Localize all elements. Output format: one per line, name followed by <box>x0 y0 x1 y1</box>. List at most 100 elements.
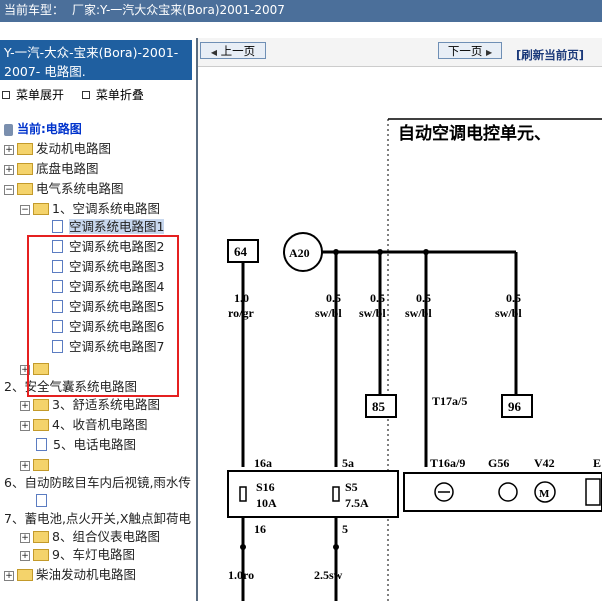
page-icon <box>52 240 63 253</box>
page-icon <box>52 260 63 273</box>
page-icon <box>52 300 63 313</box>
wire-5-size: 0.5 <box>506 291 521 305</box>
tree-item-ac[interactable]: −1、空调系统电路图 <box>20 201 160 216</box>
wire-1-size: 1.0 <box>234 291 249 305</box>
highlight-box <box>27 235 179 397</box>
current-model-value: 厂家:Y-一汽大众宝来(Bora)2001-2007 <box>72 3 285 17</box>
wire-4-size: 0.5 <box>416 291 431 305</box>
tree-item-airbag[interactable]: 2、安全气囊系统电路图 <box>4 379 137 394</box>
tree-item-electrical[interactable]: −电气系统电路图 <box>4 181 124 196</box>
wiring-diagram: 自动空调电控单元、 64 A20 1.0 ro/gr 0.5 sw/bl 0.5… <box>227 118 602 601</box>
page-icon <box>52 340 63 353</box>
expand-plus-icon: + <box>20 550 30 561</box>
terminal-t16a: T16a/9 <box>430 456 465 470</box>
tree-item-ac-6[interactable]: 空调系统电路图6 <box>52 318 164 336</box>
tree-item-ac-7[interactable]: 空调系统电路图7 <box>52 338 164 356</box>
tree-item-ac-3[interactable]: 空调系统电路图3 <box>52 258 164 276</box>
current-node[interactable]: 当前:电路图 <box>4 120 82 137</box>
folder-open-icon <box>17 182 33 195</box>
tree-item-ac-5[interactable]: 空调系统电路图5 <box>52 298 164 316</box>
wire-6-label: 1.0ro <box>228 568 254 582</box>
conn-85: 85 <box>372 399 386 414</box>
folder-icon <box>17 162 33 175</box>
expand-plus-icon: + <box>20 400 30 411</box>
expand-plus-icon: + <box>4 570 14 581</box>
menu-controls: 菜单展开 菜单折叠 <box>2 86 144 103</box>
current-model-label: 当前车型： <box>4 3 65 17</box>
tree-item-mirror[interactable]: 6、自动防眩目车内后视镜,雨水传 <box>4 475 191 490</box>
top-status-bar: 当前车型： 厂家:Y-一汽大众宝来(Bora)2001-2007 <box>0 0 602 22</box>
tree-item-phone[interactable]: 5、电话电路图 <box>36 436 136 454</box>
expand-square-icon <box>2 90 10 99</box>
prev-page-button[interactable]: ◀ 上一页 <box>200 42 266 59</box>
tree-item-engine[interactable]: +发动机电路图 <box>4 141 112 156</box>
conn-64: 64 <box>234 244 248 259</box>
folder-icon <box>33 398 49 411</box>
arrow-left-icon: ◀ <box>210 48 217 57</box>
database-icon <box>4 123 13 136</box>
folder-icon <box>33 362 49 375</box>
folder-open-icon <box>33 202 49 215</box>
tree-item-empty-3[interactable] <box>36 492 53 510</box>
folder-icon <box>33 418 49 431</box>
tree-item-comfort[interactable]: +3、舒适系统电路图 <box>20 397 160 412</box>
collapse-square-icon <box>81 90 90 99</box>
conn-96: 96 <box>508 399 522 414</box>
wire-3-size: 0.5 <box>370 291 385 305</box>
folder-icon <box>17 568 33 581</box>
collapse-minus-icon: − <box>4 184 14 195</box>
motor-v42: V42 <box>534 456 555 470</box>
tree-item-chassis[interactable]: +底盘电路图 <box>4 161 99 176</box>
tree-item-ac-4[interactable]: 空调系统电路图4 <box>52 278 164 296</box>
refresh-page-link[interactable]: [刷新当前页] <box>516 48 585 62</box>
wire-4-color: sw/bl <box>405 306 432 320</box>
terminal-t17a: T17a/5 <box>432 394 467 408</box>
wire-1-color: ro/gr <box>228 306 254 320</box>
expand-plus-icon: + <box>20 420 30 431</box>
page-icon <box>36 494 47 507</box>
expand-plus-icon: + <box>20 460 30 471</box>
tree-item-ac-2[interactable]: 空调系统电路图2 <box>52 238 164 256</box>
wire-7-label: 2.5sw <box>314 568 343 582</box>
tree-item-diesel[interactable]: +柴油发动机电路图 <box>4 567 137 582</box>
fuse-s5-rating: 7.5A <box>345 496 369 510</box>
folder-icon <box>33 530 49 543</box>
collapse-minus-icon: − <box>20 204 30 215</box>
svg-text:M: M <box>539 488 550 500</box>
sidebar: Y-一汽-大众-宝来(Bora)-2001-2007- 电路图. 菜单展开 菜单… <box>0 38 198 601</box>
fuse-s5: S5 <box>345 480 358 494</box>
folder-icon <box>33 458 49 471</box>
menu-expand[interactable]: 菜单展开 <box>2 88 64 102</box>
fuse-16a: 16a <box>254 456 272 470</box>
tree-item-lights[interactable]: +9、车灯电路图 <box>20 547 135 562</box>
component-e: E <box>593 456 601 470</box>
page-icon <box>52 280 63 293</box>
fuse-5a: 5a <box>342 456 354 470</box>
car-title: Y-一汽-大众-宝来(Bora)-2001-2007- 电路图. <box>0 40 192 80</box>
page-icon <box>52 220 63 233</box>
page-icon <box>52 320 63 333</box>
expand-plus-icon: + <box>4 164 14 175</box>
tree-item-radio[interactable]: +4、收音机电路图 <box>20 417 148 432</box>
wire-3-color: sw/bl <box>359 306 386 320</box>
page-icon <box>36 438 47 451</box>
tree-item-empty-2[interactable]: + <box>20 456 52 474</box>
diagram-title: 自动空调电控单元、 <box>398 123 551 143</box>
tree-item-ac-1[interactable]: 空调系统电路图1 <box>52 218 165 236</box>
arrow-right-icon: ▶ <box>486 48 493 57</box>
wire-2-size: 0.5 <box>326 291 341 305</box>
tree-item-battery[interactable]: 7、蓄电池,点火开关,X触点卸荷电 <box>4 511 191 526</box>
folder-icon <box>17 142 33 155</box>
expand-plus-icon: + <box>20 532 30 543</box>
folder-icon <box>33 548 49 561</box>
wire-5-color: sw/bl <box>495 306 522 320</box>
next-page-button[interactable]: 下一页 ▶ <box>438 42 502 59</box>
wire-2-color: sw/bl <box>315 306 342 320</box>
fuse-s16: S16 <box>256 480 275 494</box>
tree-item-empty-1[interactable]: + <box>20 360 52 378</box>
fuse-s16-rating: 10A <box>256 496 277 510</box>
menu-collapse[interactable]: 菜单折叠 <box>68 88 144 102</box>
tree-item-cluster[interactable]: +8、组合仪表电路图 <box>20 529 160 544</box>
expand-plus-icon: + <box>20 364 30 375</box>
fuse-out-16: 16 <box>254 522 266 536</box>
